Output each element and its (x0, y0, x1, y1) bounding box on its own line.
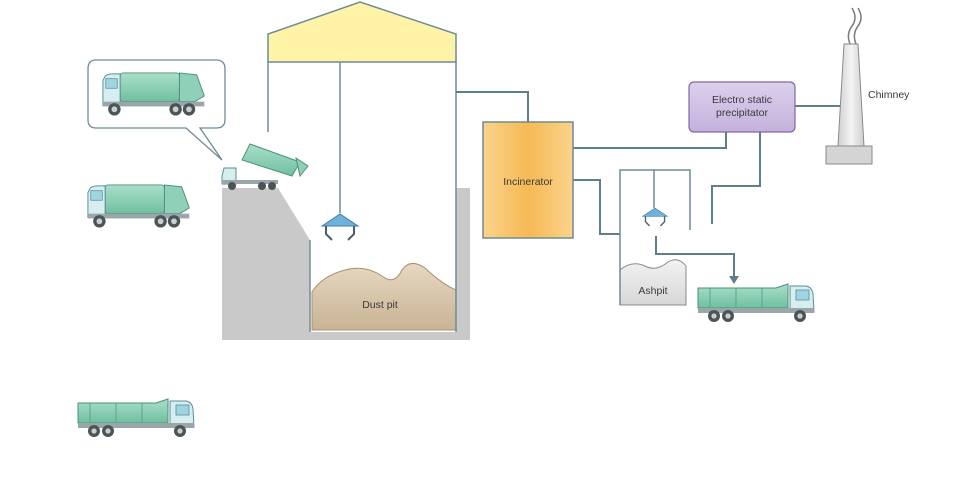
dust-pit-label: Dust pit (362, 299, 398, 311)
ash-dump-truck-icon (698, 284, 814, 322)
precipitator-label-line1: Electro static (712, 94, 772, 106)
flow-arrowhead (729, 276, 739, 284)
chimney (826, 8, 872, 164)
dump-truck-icon (78, 399, 194, 437)
ashpit-label: Ashpit (638, 285, 667, 297)
incinerator-label: Incinerator (503, 176, 553, 188)
crane-grab-icon (322, 214, 358, 240)
precipitator-label-line2: precipitator (716, 107, 768, 119)
tipping-garbage-truck-icon (222, 144, 308, 190)
chimney-label: Chimney (868, 89, 910, 101)
dust-pit (312, 263, 456, 330)
garbage-truck-2-icon (88, 185, 189, 228)
ash-crane-grab-icon (643, 208, 668, 226)
